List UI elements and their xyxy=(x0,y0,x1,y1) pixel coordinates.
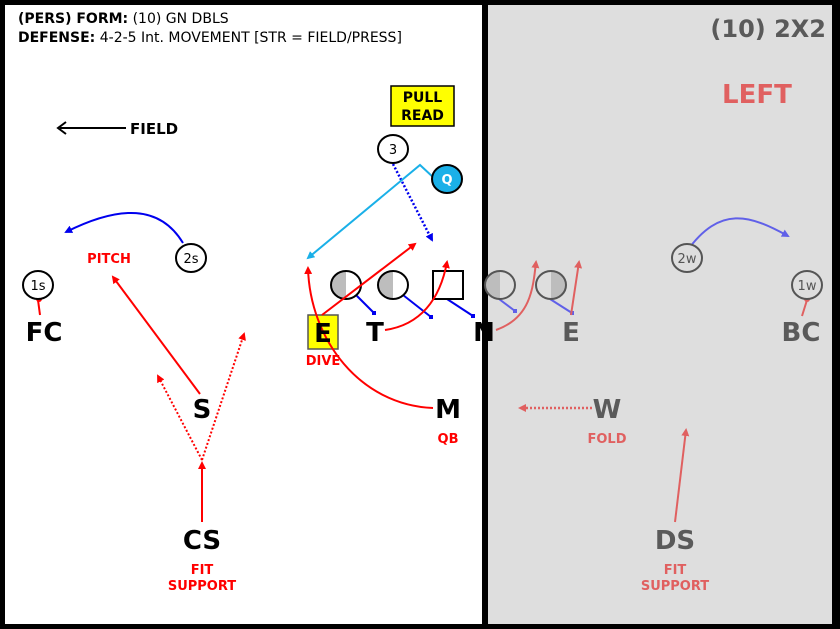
ol-center xyxy=(432,270,464,300)
defender-bc: BC xyxy=(782,318,821,348)
defender-s: S xyxy=(193,395,212,425)
route-s-pitch xyxy=(111,275,201,395)
qb-label: QB xyxy=(438,432,459,447)
pitch-label: PITCH xyxy=(87,252,131,267)
ol-block-4 xyxy=(498,298,516,312)
defender-ds: DS xyxy=(655,526,695,556)
svg-text:2w: 2w xyxy=(678,252,697,267)
ol-rg xyxy=(484,270,516,300)
ol-block-3 xyxy=(446,298,474,317)
ol-block-2 xyxy=(402,294,432,318)
route-3 xyxy=(391,163,434,242)
svg-text:1s: 1s xyxy=(30,279,45,294)
right-panel xyxy=(488,5,832,624)
direction-label: LEFT xyxy=(722,80,792,110)
route-m-qb xyxy=(304,266,434,409)
receiver-3: 3 xyxy=(377,134,409,164)
defense-label: DEFENSE: xyxy=(18,30,96,46)
right-panel-title: (10) 2X2 xyxy=(710,15,826,43)
route-t xyxy=(384,260,450,331)
ol-lg xyxy=(377,270,409,300)
route-2w xyxy=(686,217,790,252)
ds-assign-line1: FIT xyxy=(664,563,687,578)
form-value: (10) GN DBLS xyxy=(132,11,229,27)
field-label: FIELD xyxy=(130,120,178,138)
defender-cs: CS xyxy=(183,526,221,556)
receiver-2s: 2s xyxy=(175,243,207,273)
defender-m: M xyxy=(435,395,461,425)
fold-label: FOLD xyxy=(587,432,626,447)
cs-assign-line2: SUPPORT xyxy=(168,579,236,594)
defense-line: DEFENSE: 4-2-5 Int. MOVEMENT [STR = FIEL… xyxy=(18,29,402,47)
ds-assign-line2: SUPPORT xyxy=(641,579,709,594)
receiver-1w: 1w xyxy=(791,270,823,300)
svg-text:2s: 2s xyxy=(183,252,198,267)
route-ds-fit xyxy=(674,428,690,523)
call-line-1: PULL xyxy=(403,90,443,106)
ol-rt xyxy=(535,270,567,300)
svg-text:1w: 1w xyxy=(798,279,817,294)
ol-block-1 xyxy=(355,294,375,314)
receiver-2w: 2w xyxy=(671,243,703,273)
defense-value: 4-2-5 Int. MOVEMENT [STR = FIELD/PRESS] xyxy=(99,30,402,46)
defender-w: W xyxy=(593,395,622,425)
defender-n: N xyxy=(473,318,495,348)
pull-read-callout: PULL READ xyxy=(390,85,455,127)
formation-line: (PERS) FORM: (10) GN DBLS xyxy=(18,10,229,28)
svg-text:Q: Q xyxy=(441,173,452,188)
defender-e-left: E xyxy=(314,319,332,349)
route-e-right xyxy=(570,260,583,316)
svg-text:3: 3 xyxy=(389,143,397,158)
route-2s xyxy=(64,211,184,244)
defender-fc: FC xyxy=(26,318,63,348)
quarterback: Q xyxy=(431,164,463,194)
form-label: (PERS) FORM: xyxy=(18,11,129,27)
route-n xyxy=(495,260,540,331)
ol-block-5 xyxy=(549,298,573,314)
field-direction-arrow: FIELD xyxy=(56,120,178,138)
qb-pull-route xyxy=(306,163,435,260)
defender-e-right: E xyxy=(562,318,580,348)
call-line-2: READ xyxy=(401,108,444,124)
fc-press xyxy=(37,299,41,316)
bc-press xyxy=(801,299,808,317)
ol-lt xyxy=(330,270,362,300)
receiver-1s: 1s xyxy=(22,270,54,300)
route-e-dive xyxy=(321,242,417,316)
dive-label: DIVE xyxy=(306,354,341,369)
cs-assign-line1: FIT xyxy=(191,563,214,578)
defender-t: T xyxy=(366,318,384,348)
